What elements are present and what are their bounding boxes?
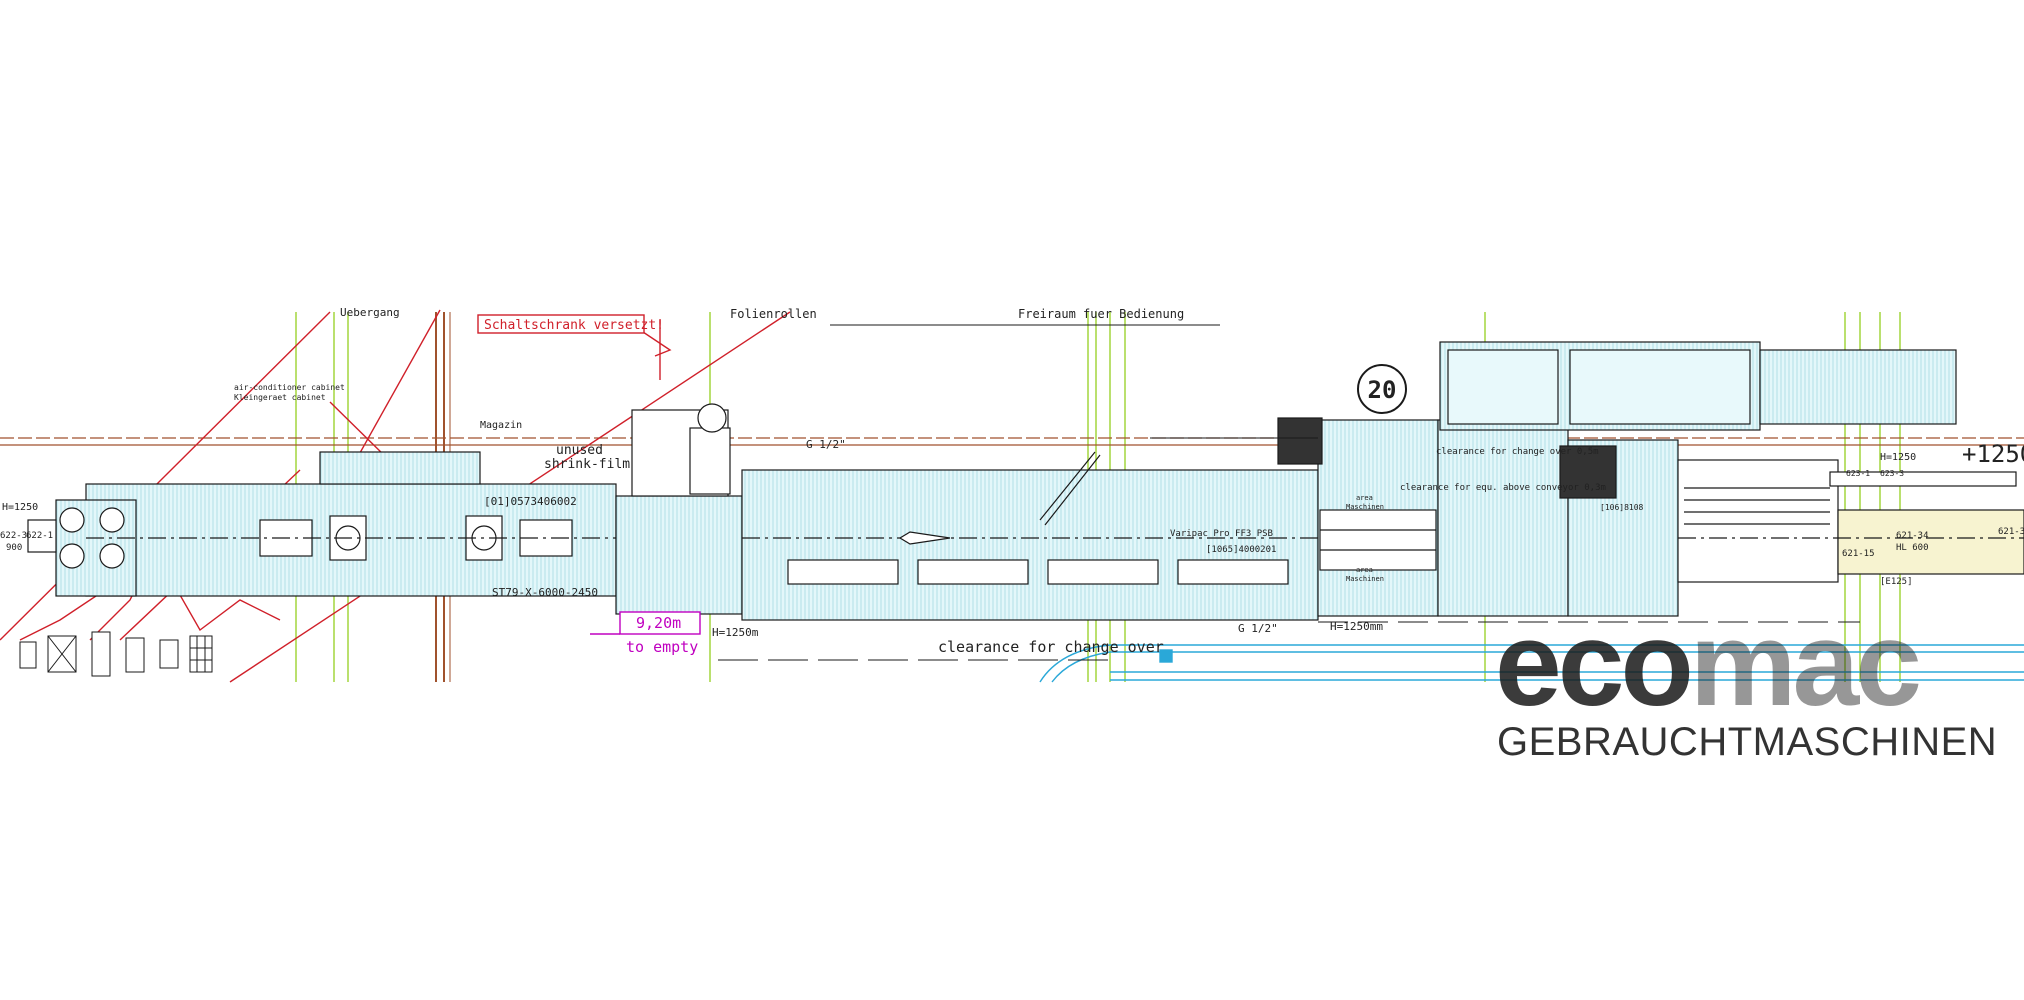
schaltschrank-callout: Schaltschrank versetzt!: [477, 314, 664, 334]
area-a2-label: Maschinen: [1346, 503, 1384, 511]
machine-section-right: [1277, 341, 2024, 617]
elevation-label: +1250: [1962, 440, 2024, 468]
logo-part-eco: eco: [1495, 597, 1694, 731]
varipac-id-label: [1065]4000201: [1206, 545, 1276, 555]
top-text-1: Folienrollen: [730, 307, 817, 321]
package-pattern-icons: [19, 631, 213, 677]
distance-label: 9,20m: [636, 614, 681, 632]
to-empty-label: to empty: [626, 638, 698, 656]
logo-part-mac: mac: [1689, 597, 1922, 731]
blue-piping: [1039, 644, 2024, 683]
left-code-1: 622-3: [0, 531, 27, 541]
right-code-2: 623-3: [1880, 469, 1904, 478]
right-code-5: HL 600: [1896, 543, 1929, 553]
station-marker: 20: [1357, 364, 1407, 414]
id-top-label: [01]0573406002: [484, 495, 577, 508]
height-c-label: H=1250: [1880, 452, 1916, 463]
clearance-top-label: clearance for change over 0,5m: [1436, 447, 1599, 457]
right-code-7: [E125]: [1880, 577, 1913, 587]
left-code-2: 622-1: [26, 531, 53, 541]
logo-wordmark: ecomac: [1495, 604, 1922, 724]
top-left-text: Uebergang: [340, 306, 400, 319]
top-text-2: Freiraum fuer Bedienung: [1018, 307, 1184, 321]
area-b2-label: Maschinen: [1346, 575, 1384, 583]
clearance-lines: [718, 324, 1860, 661]
height-a-label: H=1250m: [712, 626, 759, 639]
air-label-1: air-conditioner cabinet: [234, 383, 345, 392]
st-code-label: ST79-X-6000-2450: [492, 586, 598, 599]
clearance-bottom-label: clearance for change over: [938, 638, 1164, 656]
varipac-label: Varipac Pro FF3 PSB: [1170, 529, 1273, 539]
schaltschrank-label: Schaltschrank versetzt!: [484, 318, 664, 333]
magazin-label: Magazin: [480, 420, 522, 431]
right-code-3: 621-34: [1896, 531, 1929, 541]
g-half-b-label: G 1/2": [1238, 622, 1278, 635]
height-left-label: H=1250: [2, 502, 38, 513]
area-a-label: area: [1356, 494, 1373, 502]
air-label-2: Kleingeraet cabinet: [234, 393, 326, 402]
clearance-mid-label: clearance for equ. above conveyor 0,3m: [1400, 483, 1606, 493]
g-half-a-label: G 1/2": [806, 438, 846, 451]
logo-tagline: GEBRAUCHTMASCHINEN: [1497, 720, 1998, 764]
ecomac-logo: ecomac GEBRAUCHTMASCHINEN: [1495, 604, 2015, 772]
machine-section-middle: [615, 403, 1319, 621]
station-number: 20: [1368, 376, 1397, 404]
height-b-label: H=1250mm: [1330, 620, 1383, 633]
area-b-label: area: [1356, 566, 1373, 574]
right-code-1: 623-1: [1846, 469, 1870, 478]
machine-id-label: [106]8108: [1600, 503, 1644, 512]
right-code-4: 621-15: [1842, 549, 1875, 559]
shrink-film-label: shrink-film: [544, 457, 630, 472]
right-code-6: 621-3: [1998, 527, 2024, 537]
unused-label: unused: [556, 443, 603, 458]
drawing-labels: Uebergang Folienrollen Freiraum fuer Bed…: [0, 306, 2024, 656]
left-code-3: 900: [6, 543, 22, 553]
machine-section-left: [27, 451, 617, 597]
distance-note: 9,20m to empty: [590, 611, 701, 656]
